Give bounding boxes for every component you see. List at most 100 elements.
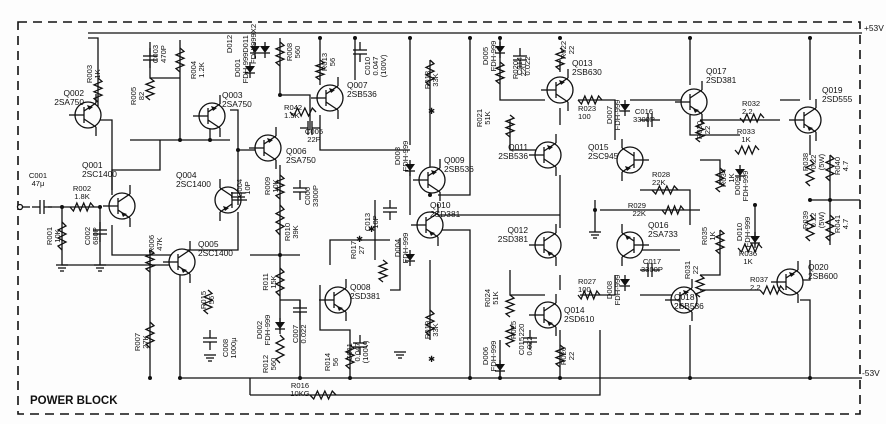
capacitor-value: 22P [307,135,321,144]
transistor-ref: Q006 [286,146,307,156]
resistor-value: 33K [431,73,440,87]
diode-part: FDH-999 [613,100,622,131]
diode-ref: D009 [733,177,742,195]
transistor-part: 2SA750 [222,99,252,109]
diode-ref: D002 [255,321,264,339]
capacitor-value: 0.022 [523,56,532,75]
capacitor-ref: C001 [29,171,47,180]
resistor-value: 1K [741,135,750,144]
diode-part: FDH-999 [489,41,498,72]
resistor-value: 22 [691,266,700,274]
resistor-value: 560 [293,46,302,59]
resistor-value: 100 [578,285,591,294]
resistor-ref: R021 [475,109,484,127]
transistor-ref: Q002 [64,88,85,98]
resistor-ref: R041 [833,215,842,233]
resistor-ref: R002 [73,184,91,193]
capacitor-value: 3300P [633,115,655,124]
resistor-ref: R023 [578,104,596,113]
diode-part: FDH-999 [613,275,622,306]
capacitor-value: 10P [371,215,380,229]
transistor-part: 2SD381 [706,75,737,85]
capacitor-value: 3300P [641,265,663,274]
transistor-part: 2SD381 [350,291,381,301]
resistor-value: 82 [137,92,146,100]
transistor-ref: Q003 [222,90,243,100]
capacitor-ref: C004 [235,179,244,197]
resistor-value: 1K [708,231,717,240]
resistor-ref: R033 [737,127,755,136]
capacitor-value: 0.022 [525,336,534,355]
diode-ref: D007 [605,106,614,124]
capacitor-value: 10P [243,181,252,195]
diode-ref: D004 [393,239,402,257]
capacitor-ref: C008 [221,339,230,357]
resistor-ref: R037 [750,275,768,284]
resistor-value: 0.22 [809,213,818,228]
capacitor-ref: C006 [303,187,312,205]
diode-part: FDH-999 [401,233,410,264]
capacitor-value: 0.047 [371,56,380,75]
resistor-ref: R001 [45,227,54,245]
resistor-value: 51K [483,111,492,125]
resistor-ref: R039 [801,211,810,229]
resistor-ref: R008 [285,43,294,61]
resistor-ref: R017 [349,241,358,259]
ground-symbols [56,231,601,362]
transistor-part: 2SD381 [430,209,461,219]
resistor-value: 51K [491,291,500,305]
diode-part: FDH-999 [741,171,750,202]
transistor-part: 2SB536 [498,151,528,161]
resistor-value: 2.2 [742,107,753,116]
diode-ref: D012 [225,35,234,53]
capacitor-value: 680P [91,227,100,245]
resistor-value: 220 [519,64,528,77]
resistor-ref: R004 [189,61,198,79]
resistor-value: 2.2 [750,283,761,292]
resistor-ref: R028 [652,170,670,179]
capacitor-ref: C005 [305,127,323,136]
resistor-ref: R038 [801,153,810,171]
diode-ref: D001 [233,59,242,77]
resistor-ref: R016 [291,381,309,390]
transistor-ref: Q013 [572,58,593,68]
resistor-ref: R015 [199,291,208,309]
capacitor-ref: C014 [515,57,524,75]
resistor-ref: R018 [423,71,432,89]
diode-ref: D006 [481,347,490,365]
resistor-value: 1K [93,69,102,78]
resistor-value: 100 [578,112,591,121]
marker-star: ✱ [428,106,435,116]
transistor-ref: Q014 [564,305,585,315]
transistor-part: 2SD610 [564,314,595,324]
capacitor-value: 3300P [311,185,320,207]
